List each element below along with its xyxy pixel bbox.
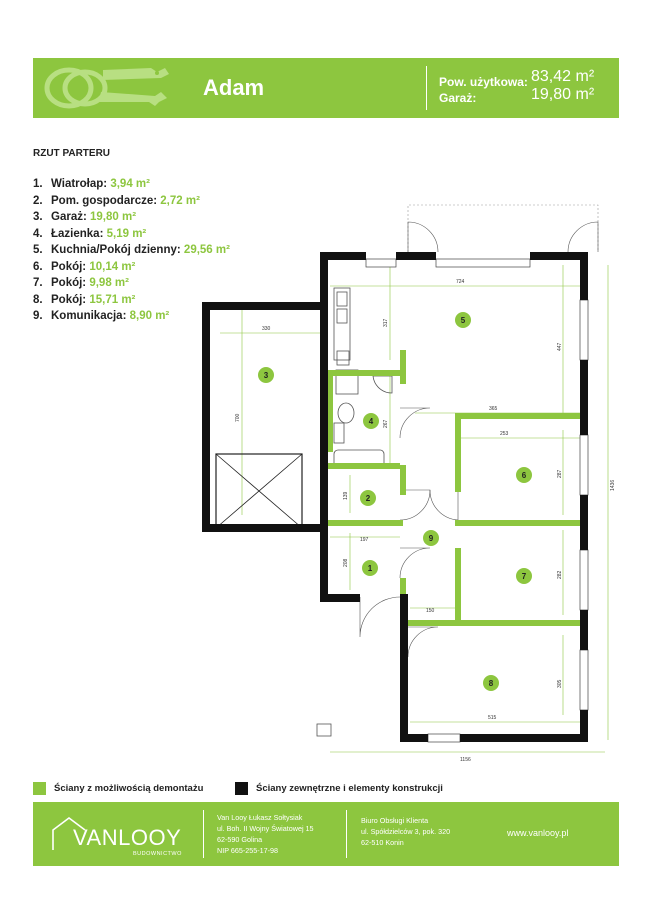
door-swings [359, 221, 599, 658]
footer-banner: VANLOOY BUDOWNICTWO Van Looy Łukasz Sołt… [33, 802, 619, 866]
room-marker-9-dot [423, 530, 439, 546]
dim-139: 139 [343, 491, 349, 500]
structural-walls [202, 252, 588, 742]
dim-447: 447 [557, 342, 563, 351]
dim-150: 150 [426, 608, 435, 614]
logo-text: VANLOOY [73, 825, 181, 850]
footer-divider [203, 810, 204, 858]
removable-swatch [33, 782, 46, 795]
room-marker-8-dot [483, 675, 499, 691]
room-list: 1.Wiatrołap: 3,94 m² 2.Pom. gospodarcze:… [33, 176, 230, 325]
usable-area-label: Pow. użytkowa: [439, 75, 528, 89]
room-list-item: 1.Wiatrołap: 3,94 m² [33, 178, 150, 190]
room-list-item: 9.Komunikacja: 8,90 m² [33, 310, 170, 322]
room-marker-6: 6 [522, 471, 527, 480]
dim-282: 282 [557, 570, 563, 579]
dim-330: 330 [262, 326, 271, 332]
dimension-labels: 724 317 447 330 700 267 365 253 287 1436… [235, 279, 616, 763]
company-address: Van Looy Łukasz Sołtysiak ul. Boh. II Wo… [217, 813, 314, 855]
room-list-item: 4.Łazienka: 5,19 m² [33, 227, 147, 240]
dim-365: 365 [489, 406, 498, 412]
room-marker-2-dot [360, 490, 376, 506]
website-link[interactable]: www.vanlooy.pl [507, 828, 569, 838]
dim-197: 197 [360, 537, 369, 543]
room-marker-7: 7 [522, 572, 527, 581]
removable-walls [327, 350, 583, 626]
garage-area-value: 19,80 m² [531, 86, 595, 103]
windows [365, 258, 589, 743]
structural-swatch [235, 782, 248, 795]
room-list-item: 5.Kuchnia/Pokój dzienny: 29,56 m² [33, 244, 230, 256]
legend-removable: Ściany z możliwością demontażu [33, 782, 203, 796]
dim-515: 515 [488, 715, 497, 721]
room-marker-3: 3 [264, 371, 269, 380]
office-address: Biuro Obsługi Klienta ul. Spółdzielców 3… [361, 816, 451, 847]
room-marker-5: 5 [461, 316, 466, 325]
room-marker-4: 4 [369, 417, 374, 426]
vanlooy-logo: VANLOOY BUDOWNICTWO [52, 817, 182, 857]
dim-305: 305 [557, 679, 563, 688]
legend-structural: Ściany zewnętrzne i elementy konstrukcji [235, 782, 443, 796]
garage-area-label: Garaż: [439, 91, 477, 105]
usable-area-value: 83,42 m² [531, 68, 595, 85]
room-marker-3-dot [258, 367, 274, 383]
room-marker-6-dot [516, 467, 532, 483]
keys-icon [44, 67, 169, 109]
dim-1436: 1436 [610, 480, 616, 491]
room-list-item: 6.Pokój: 10,14 m² [33, 260, 136, 273]
room-marker-1-dot [362, 560, 378, 576]
header-divider [426, 66, 427, 110]
room-marker-5-dot [455, 312, 471, 328]
room-list-item: 3.Garaż: 19,80 m² [33, 211, 137, 223]
room-list-item: 7.Pokój: 9,98 m² [33, 277, 129, 289]
room-list-item: 8.Pokój: 15,71 m² [33, 293, 136, 306]
fixtures [316, 287, 393, 737]
room-marker-2: 2 [366, 494, 371, 503]
terrace-outline [407, 204, 599, 252]
footer-divider [346, 810, 347, 858]
project-title: Adam [203, 75, 265, 100]
legend-structural-label: Ściany zewnętrzne i elementy konstrukcji [256, 783, 443, 795]
garage-door [215, 453, 303, 529]
area-values: 83,42 m² 19,80 m² [531, 68, 594, 104]
room-marker-7-dot [516, 568, 532, 584]
room-marker-8: 8 [489, 679, 494, 688]
floor-plan: 724 317 447 330 700 267 365 253 287 1436… [202, 204, 616, 763]
room-list-item: 2.Pom. gospodarcze: 2,72 m² [33, 194, 200, 207]
plan-title: RZUT PARTERU [33, 148, 111, 159]
dim-267: 267 [383, 419, 389, 428]
logo-subtext: BUDOWNICTWO [133, 851, 182, 857]
dim-253: 253 [500, 431, 509, 437]
room-marker-4-dot [363, 413, 379, 429]
dim-317: 317 [383, 318, 389, 327]
dimension-lines [220, 265, 609, 753]
legend-removable-label: Ściany z możliwością demontażu [54, 783, 204, 795]
dim-700: 700 [235, 413, 241, 422]
room-marker-1: 1 [368, 564, 373, 573]
dim-287: 287 [557, 469, 563, 478]
header-banner: Adam Pow. użytkowa: Garaż: 83,42 m² 19,8… [33, 58, 619, 118]
dim-1156: 1156 [460, 757, 471, 763]
area-labels: Pow. użytkowa: Garaż: [439, 74, 528, 106]
dim-208: 208 [343, 558, 349, 567]
dim-724: 724 [456, 279, 465, 285]
room-markers: 1 2 3 4 5 6 7 8 9 [258, 312, 532, 691]
room-marker-9: 9 [429, 534, 434, 543]
